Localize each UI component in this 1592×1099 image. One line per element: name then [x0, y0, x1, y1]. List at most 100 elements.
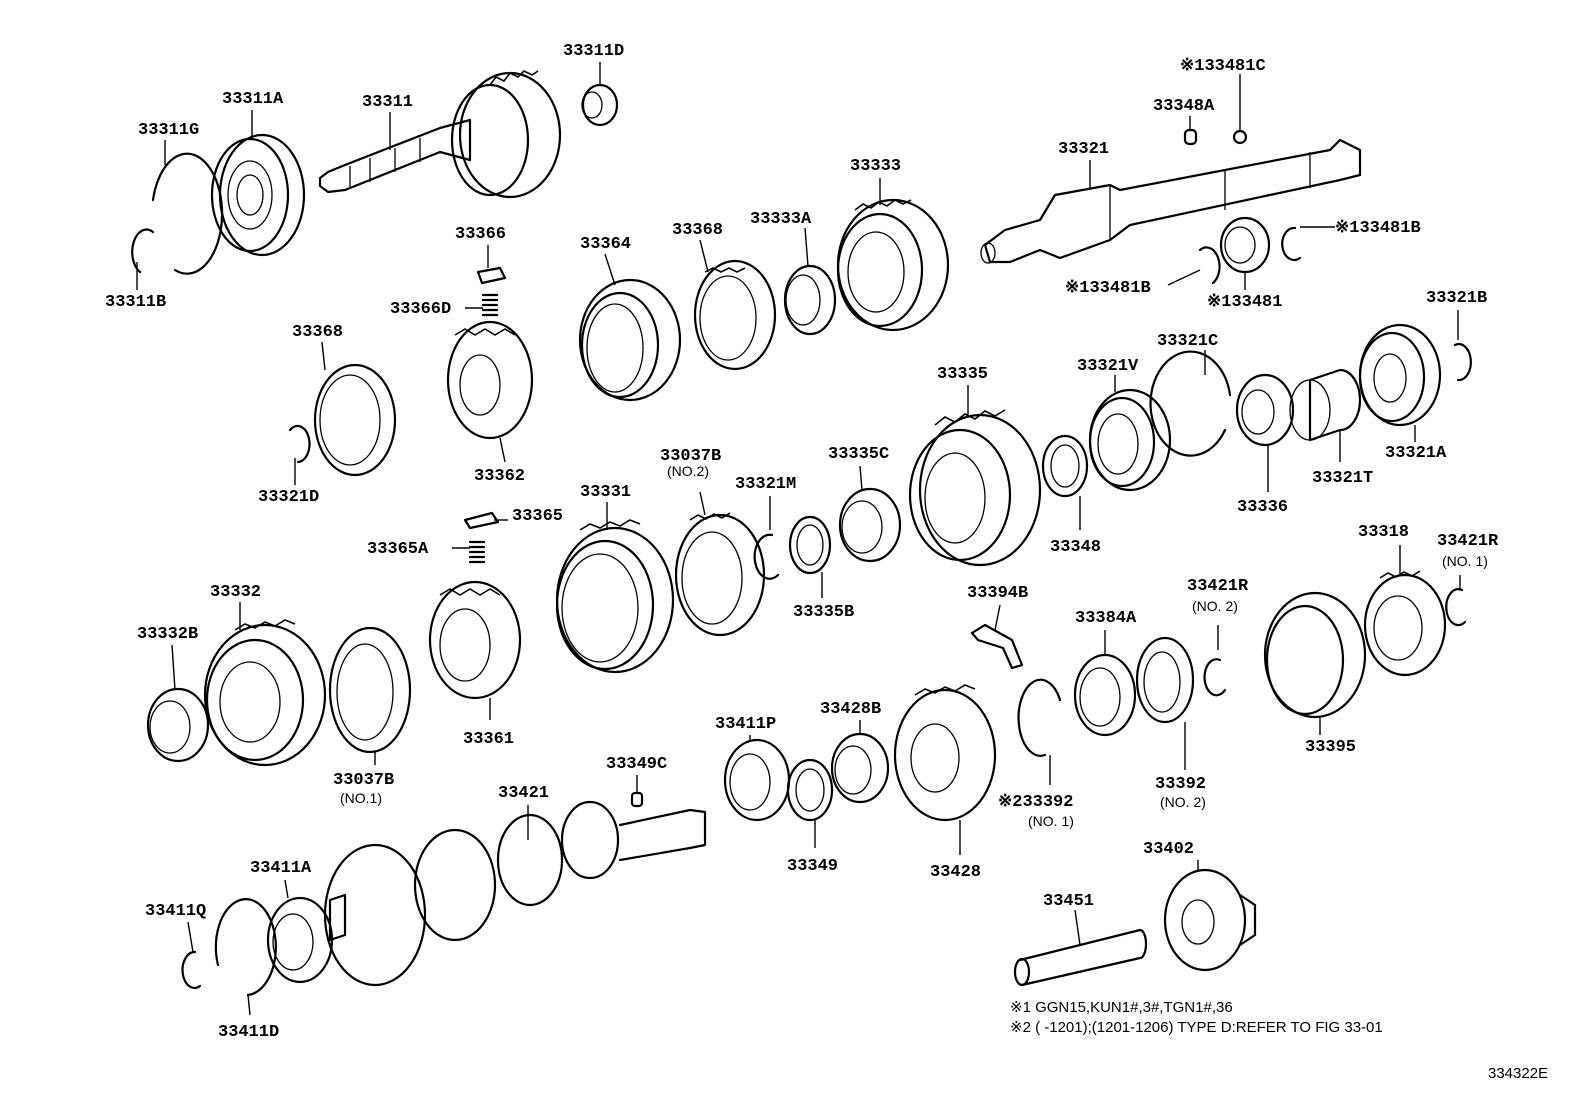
washer-33335b	[788, 515, 832, 575]
snap-ring-33321b	[1453, 342, 1472, 382]
washer-33349	[786, 758, 834, 822]
label-33332: 33332	[210, 583, 261, 602]
gear-33428	[893, 684, 997, 822]
needle-bearing-33333a	[783, 264, 837, 336]
label-33362: 33362	[474, 467, 525, 486]
label-33365: 33365	[512, 507, 563, 526]
bearing-33321v	[1088, 388, 1172, 492]
label-33421r-no2: 33421R	[1187, 577, 1249, 596]
snap-ring-233392	[1017, 678, 1062, 757]
snap-ring-133481b-left	[1198, 246, 1221, 285]
footnote-2: ※2 ( -1201);(1201-1206) TYPE D:REFER TO …	[1010, 1019, 1383, 1036]
label-33364: 33364	[580, 235, 631, 254]
label-33349c: 33349C	[606, 755, 667, 774]
label-33335c: 33335C	[828, 445, 889, 464]
sublabel-33037b-no1: (NO.1)	[340, 790, 382, 806]
label-33368-top: 33368	[672, 221, 723, 240]
label-33332b: 33332B	[137, 625, 198, 644]
needle-bearing-33332b	[146, 687, 210, 763]
gear-33335	[908, 409, 1042, 567]
snap-ring-33311g	[151, 152, 224, 275]
snap-ring-33411q	[181, 950, 202, 990]
label-233392: ※233392	[998, 793, 1073, 812]
thrust-piece-33394b	[970, 623, 1024, 670]
sleeve-33364	[578, 278, 682, 402]
label-33361: 33361	[463, 730, 514, 749]
shaft-33451	[1013, 928, 1148, 987]
sublabel-33392-no2: (NO. 2)	[1160, 794, 1206, 810]
label-33402: 33402	[1143, 840, 1194, 859]
output-shaft-33321	[980, 138, 1362, 264]
gear-33336	[1235, 373, 1295, 447]
sync-ring-33368-left	[313, 363, 397, 477]
label-133481c: ※133481C	[1180, 57, 1266, 76]
gear-33318	[1363, 570, 1447, 677]
label-33421r-no1: 33421R	[1437, 532, 1499, 551]
spacer-33321t	[1289, 368, 1362, 442]
label-33321t: 33321T	[1312, 469, 1373, 488]
snap-ring-133481b-right	[1281, 226, 1302, 262]
label-33311a: 33311A	[222, 90, 284, 109]
bearing-133481	[1219, 216, 1271, 274]
snap-ring-33411d	[214, 898, 277, 997]
footnotes: ※1 GGN15,KUN1#,3#,TGN1#,36 ※2 ( -1201);(…	[1010, 999, 1548, 1082]
footnote-1: ※1 GGN15,KUN1#,3#,TGN1#,36	[1010, 999, 1233, 1016]
label-33336: 33336	[1237, 498, 1288, 517]
label-33365a: 33365A	[367, 540, 429, 559]
label-33348: 33348	[1050, 538, 1101, 557]
label-33321v: 33321V	[1077, 357, 1139, 376]
ball-133481c	[1232, 129, 1248, 145]
bearing-33411a	[266, 896, 334, 984]
label-33428b: 33428B	[820, 700, 881, 719]
figure-id: 334322E	[1488, 1065, 1548, 1082]
label-33321b: 33321B	[1426, 289, 1487, 308]
input-shaft-33311	[318, 70, 562, 199]
shift-plate-33392	[1135, 636, 1195, 724]
reverse-gear-33402	[1163, 868, 1257, 972]
label-33349: 33349	[787, 857, 838, 876]
label-133481: ※133481	[1207, 293, 1282, 312]
clutch-hub-33362	[446, 320, 534, 440]
label-33037b-no2: 33037B	[660, 447, 721, 466]
sublabel-33421r-no1: (NO. 1)	[1442, 553, 1488, 569]
label-33321d: 33321D	[258, 488, 319, 507]
label-33335: 33335	[937, 365, 988, 384]
snap-ring-33321c	[1149, 350, 1232, 457]
label-33451: 33451	[1043, 892, 1094, 911]
snap-ring-33311b	[131, 228, 155, 274]
label-33421: 33421	[498, 784, 549, 803]
counter-gear-33421	[323, 800, 707, 987]
label-33333a: 33333A	[750, 210, 812, 229]
spring-33366d	[481, 293, 499, 317]
label-33321c: 33321C	[1157, 332, 1218, 351]
snap-ring-33421r-no1	[1445, 588, 1467, 627]
needle-bearing-33335c	[838, 487, 902, 563]
label-33311b: 33311B	[105, 293, 166, 312]
snap-ring-33321d	[288, 424, 311, 464]
needle-bearing-33428b	[830, 732, 890, 804]
label-33348a: 33348A	[1153, 97, 1215, 116]
label-33321: 33321	[1058, 140, 1109, 159]
snap-ring-33421r-no2	[1203, 658, 1227, 697]
label-33311d: 33311D	[563, 42, 624, 61]
ball-33348a	[1183, 128, 1198, 146]
sync-ring-33384a	[1073, 653, 1137, 737]
sync-ring-33037b-no2	[674, 512, 766, 637]
label-33311: 33311	[362, 93, 413, 112]
label-33411q: 33411Q	[145, 902, 206, 921]
bearing-33321a	[1358, 323, 1442, 427]
label-133481b-left: ※133481B	[1065, 279, 1151, 298]
label-33411d: 33411D	[218, 1023, 279, 1042]
label-33037b-no1: 33037B	[333, 771, 394, 790]
shift-key-33365	[463, 511, 500, 530]
label-133481b-right: ※133481B	[1335, 219, 1421, 238]
spring-33365a	[468, 540, 486, 564]
label-33411a: 33411A	[250, 859, 312, 878]
label-33331: 33331	[580, 483, 631, 502]
label-33335b: 33335B	[793, 603, 854, 622]
label-33384a: 33384A	[1075, 609, 1137, 628]
sync-ring-33368-top	[693, 259, 777, 371]
needle-bearing-33311d	[581, 83, 619, 127]
sleeve-33395	[1263, 591, 1367, 719]
shift-key-33366	[476, 266, 507, 285]
